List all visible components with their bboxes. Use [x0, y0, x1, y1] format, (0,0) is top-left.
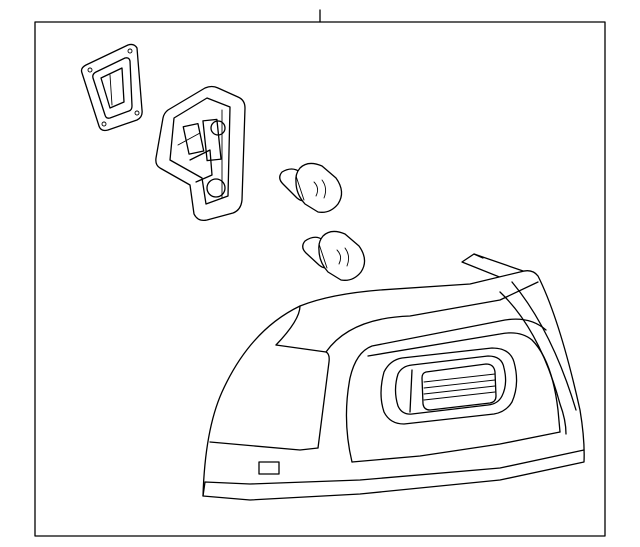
socket-carrier-icon: [155, 85, 246, 222]
marker-tab: [258, 461, 280, 475]
diagram-frame: [34, 21, 606, 537]
bulb-icon: [302, 230, 366, 281]
gasket-icon: [80, 43, 143, 132]
bulb-icon: [279, 162, 343, 213]
tail-lamp-icon: [202, 253, 585, 501]
